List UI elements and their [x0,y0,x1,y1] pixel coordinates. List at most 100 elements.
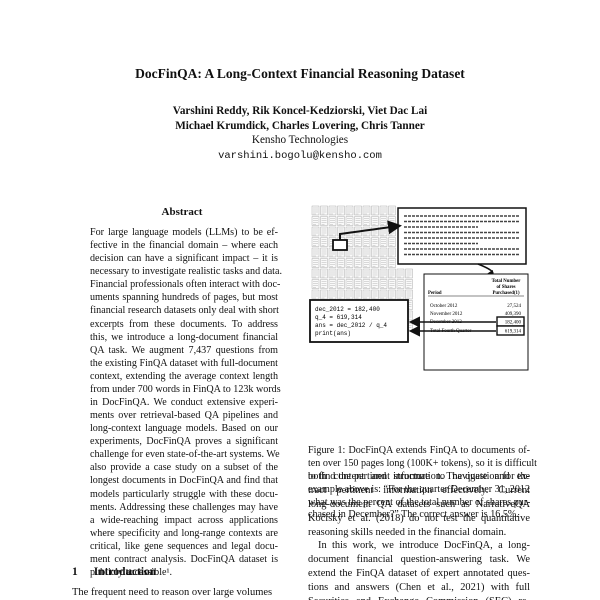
table-header-3: Purchased(1) [492,291,519,296]
paragraph-line: In this work, we introduce DocFinQA, a l… [318,540,530,552]
document-page-thumbnail [337,279,345,289]
document-page-thumbnail [379,268,388,279]
figure-1: Total Number of Shares Purchased(1) Peri… [308,204,530,440]
document-page-thumbnail [354,205,362,216]
code-line-4: print(ans) [315,330,351,337]
caption-line: what was the percent of the total number… [308,496,531,508]
author-list: Varshini Reddy, Rik Koncel-Kedziorski, V… [0,104,600,133]
document-page-thumbnail [379,247,388,258]
document-page-thumbnail [337,258,345,268]
document-page-thumbnail [362,258,371,268]
paragraph-line: tions and answers (Chen et al., 2021) wi… [308,582,530,594]
document-page-thumbnail [337,216,345,226]
document-page-thumbnail [320,237,328,247]
code-line-2: q_4 = 619,314 [315,314,362,321]
abstract-line: critical, like gene sequences and legal … [90,540,278,552]
document-page-thumbnail [388,237,396,247]
abstract-line: a wide-reaching impact across applicatio… [90,514,278,526]
paper-title: DocFinQA: A Long-Context Financial Reaso… [135,66,465,81]
paragraph-line: Securities and Exchange Commission (SEC)… [308,595,530,600]
document-page-thumbnail [354,268,362,279]
abstract-line: where specificity and long-range context… [90,527,278,539]
paragraph-line: document financial question-answering ta… [308,554,530,566]
document-page-thumbnail [337,289,345,300]
abstract-line: in DocFinQA. We conduct extensive experi… [90,397,278,409]
document-page-thumbnail [345,216,354,226]
document-page-thumbnail [328,268,337,279]
document-page-thumbnail [328,289,337,300]
row-value-november: 409,390 [505,312,522,317]
document-page-thumbnail [345,247,354,258]
document-page-thumbnail [362,289,371,300]
document-page-thumbnail [354,216,362,226]
caption-line: ten over 150 pages long (100K+ tokens), … [308,457,537,469]
section-number: 1 [72,566,78,578]
abstract-line: from under 700 words in FinQA to 123k wo… [90,383,281,395]
document-page-thumbnail [311,216,320,226]
document-page-thumbnail [388,289,396,300]
document-page-thumbnail [379,289,388,300]
document-page-thumbnail [362,247,371,258]
document-page-thumbnail [371,205,379,216]
document-page-thumbnail [320,226,328,237]
row-value-december: 182,400 [505,321,522,326]
figure-1-illustration: Total Number of Shares Purchased(1) Peri… [309,205,529,371]
document-page-thumbnail [371,237,379,247]
document-page-thumbnail [320,258,328,268]
paragraph-line: both content and structure to navigate a… [308,471,530,482]
row-label-october: October 2012 [430,304,458,309]
document-page-thumbnail [362,279,371,289]
document-page-thumbnail [328,205,337,216]
document-page-thumbnail [328,226,337,237]
document-page-thumbnail [311,226,320,237]
document-page-thumbnail [371,279,379,289]
abstract-heading: Abstract [161,206,203,218]
document-page-thumbnail [371,258,379,268]
abstract-line: ment contract analysis. DocFinQA dataset… [90,553,278,565]
document-page-thumbnail [371,216,379,226]
document-page-thumbnail [379,216,388,226]
abstract-line: necessary to investigate realistic tasks… [90,266,282,278]
document-page-thumbnail [328,258,337,268]
document-page-thumbnail [371,247,379,258]
abstract-line: Financial professionals often interact w… [90,279,281,291]
document-page-thumbnail [405,279,413,289]
document-page-thumbnail [388,258,396,268]
table-period-label: Period [428,291,442,296]
abstract-line: For large language models (LLMs) to be e… [90,227,278,238]
abstract-body: For large language models (LLMs) to be e… [90,226,282,579]
row-value-total: 619,314 [505,330,522,335]
abstract-line: financial research datasets only deal wi… [90,305,279,317]
document-page-thumbnail [396,289,405,300]
document-page-thumbnail [311,268,320,279]
document-page-thumbnail [405,268,413,279]
table-header-1: Total Number [492,279,522,284]
abstract-line: publicly accessible¹. [90,567,173,579]
document-page-thumbnail [396,279,405,289]
right-column-text: both content and structure to navigate a… [308,470,530,600]
abstract-line: uments spanning hundreds of pages, but m… [90,292,278,304]
document-page-thumbnail [320,279,328,289]
document-page-thumbnail [311,258,320,268]
introduction-first-line: The frequent need to reason over large v… [72,587,273,598]
document-page-thumbnail [354,258,362,268]
total-value-box [496,325,525,336]
document-page-thumbnail [354,279,362,289]
paragraph-line: extend the FinQA dataset of expert annot… [308,568,530,580]
abstract-line: challenge for even state-of-the-art syst… [90,449,280,461]
figure-caption: Figure 1: DocFinQA extends FinQA to docu… [308,445,537,522]
document-page-thumbnail [354,247,362,258]
abstract-line: fective in the financial domain – where … [90,240,278,252]
paragraph-line: reasoning skills needed in the financial… [308,526,507,538]
document-page-thumbnail [388,247,396,258]
abstract-line: QA task. We augment 7,437 questions from [90,344,278,356]
document-page-thumbnail [337,205,345,216]
abstract-line: long-context language models. Based on o… [90,423,278,435]
document-page-thumbnail [311,247,320,258]
document-page-thumbnail [311,205,320,216]
document-page-thumbnail [388,205,396,216]
document-page-thumbnail [320,216,328,226]
paragraph-line: tract pertinent information effectively.… [308,484,530,496]
abstract-line: longest documents in DocFinQA and find t… [90,475,278,487]
